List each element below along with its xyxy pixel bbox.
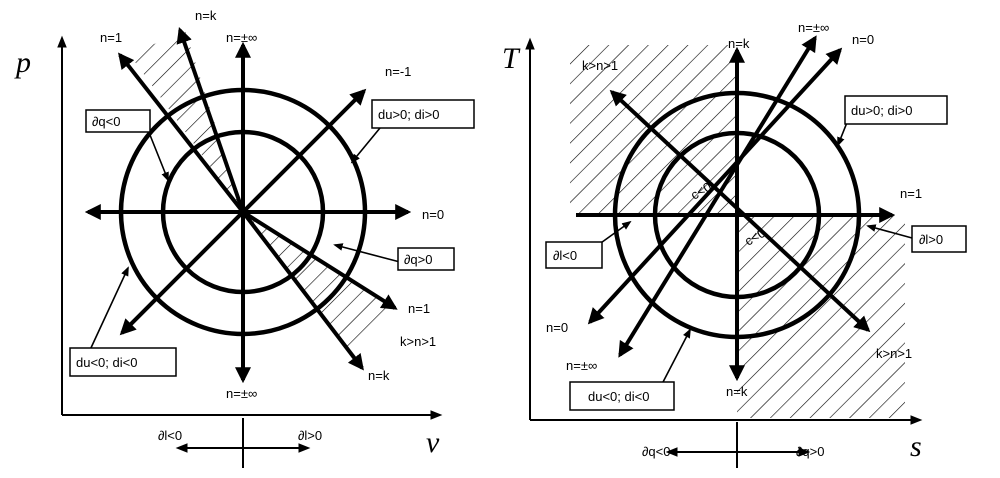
left-panel: n=1 n=k n=±∞ n=-1 n=0 n=1 k>n>1 n=k n=±∞… (14, 8, 475, 468)
left-box-du-neg-label: du<0; di<0 (76, 355, 137, 370)
left-box-dq-neg (85, 109, 151, 133)
right-label-n0-top: n=0 (852, 32, 874, 47)
left-label-nm1: n=-1 (385, 64, 411, 79)
left-label-ninf-bottom: n=±∞ (226, 386, 257, 401)
left-label-nk-top: n=k (195, 8, 217, 23)
right-box-du-neg-label: du<0; di<0 (588, 389, 649, 404)
right-ptr-dl-pos (866, 224, 913, 239)
left-y-axis-label: p (14, 46, 31, 79)
left-label-n1-bottom: n=1 (408, 301, 430, 316)
right-box-dl-pos-label: ∂l>0 (919, 232, 943, 247)
left-label-knk1: k>n>1 (400, 334, 436, 349)
right-ptr-du-neg (661, 328, 691, 385)
right-hatch-lower-right (737, 215, 905, 418)
left-box-dq-neg-label: ∂q<0 (92, 114, 120, 129)
right-box-du-neg (569, 381, 675, 411)
right-label-knk1-bottom: k>n>1 (876, 346, 912, 361)
right-box-dl-pos (911, 225, 967, 253)
right-bottom-left-label: ∂q<0 (642, 444, 670, 459)
left-bottom-left-label: ∂l<0 (158, 428, 182, 443)
right-label-nk-top: n=k (728, 36, 750, 51)
left-line-n1b (241, 210, 398, 310)
left-ptr-du-pos (350, 127, 381, 164)
left-ptr-dq-neg (147, 129, 169, 182)
right-label-n1: n=1 (900, 186, 922, 201)
left-line-n1 (118, 52, 245, 214)
right-box-du-pos (844, 95, 948, 125)
left-label-n1-top: n=1 (100, 30, 122, 45)
right-box-dl-neg-label: ∂l<0 (553, 248, 577, 263)
left-line-nk (176, 26, 245, 213)
right-y-axis-label: T (502, 42, 521, 75)
left-line-nkb (241, 210, 364, 371)
right-label-nk-bottom: n=k (726, 384, 748, 399)
left-x-axis-label: v (426, 426, 440, 459)
left-ptr-dq-pos (333, 243, 401, 263)
left-box-dq-pos (397, 247, 455, 271)
left-box-dq-pos-label: ∂q>0 (404, 252, 432, 267)
left-bottom-right-label: ∂l>0 (298, 428, 322, 443)
right-label-ninf-top: n=±∞ (798, 20, 829, 35)
left-label-n0: n=0 (422, 207, 444, 222)
right-x-axis-label: s (910, 430, 922, 463)
right-label-n0-bottom: n=0 (546, 320, 568, 335)
left-label-nk-bottom: n=k (368, 368, 390, 383)
left-box-du-pos-label: du>0; di>0 (378, 107, 439, 122)
left-box-du-pos (371, 99, 475, 129)
right-bottom-right-label: ∂q>0 (796, 444, 824, 459)
right-label-ninf-bottom: n=±∞ (566, 358, 597, 373)
left-label-ninf-top: n=±∞ (226, 30, 257, 45)
left-ptr-du-neg (89, 266, 129, 351)
right-box-dl-neg (545, 241, 603, 269)
right-panel: k>n>1 n=k n=±∞ n=0 n=1 c<0 c<0 n=0 n=±∞ … (502, 20, 967, 468)
right-box-du-pos-label: du>0; di>0 (851, 103, 912, 118)
right-ptr-dl-neg (597, 220, 632, 246)
left-box-du-neg (69, 347, 177, 377)
right-line-knk1 (609, 89, 871, 333)
right-label-knk1-top: k>n>1 (582, 58, 618, 73)
